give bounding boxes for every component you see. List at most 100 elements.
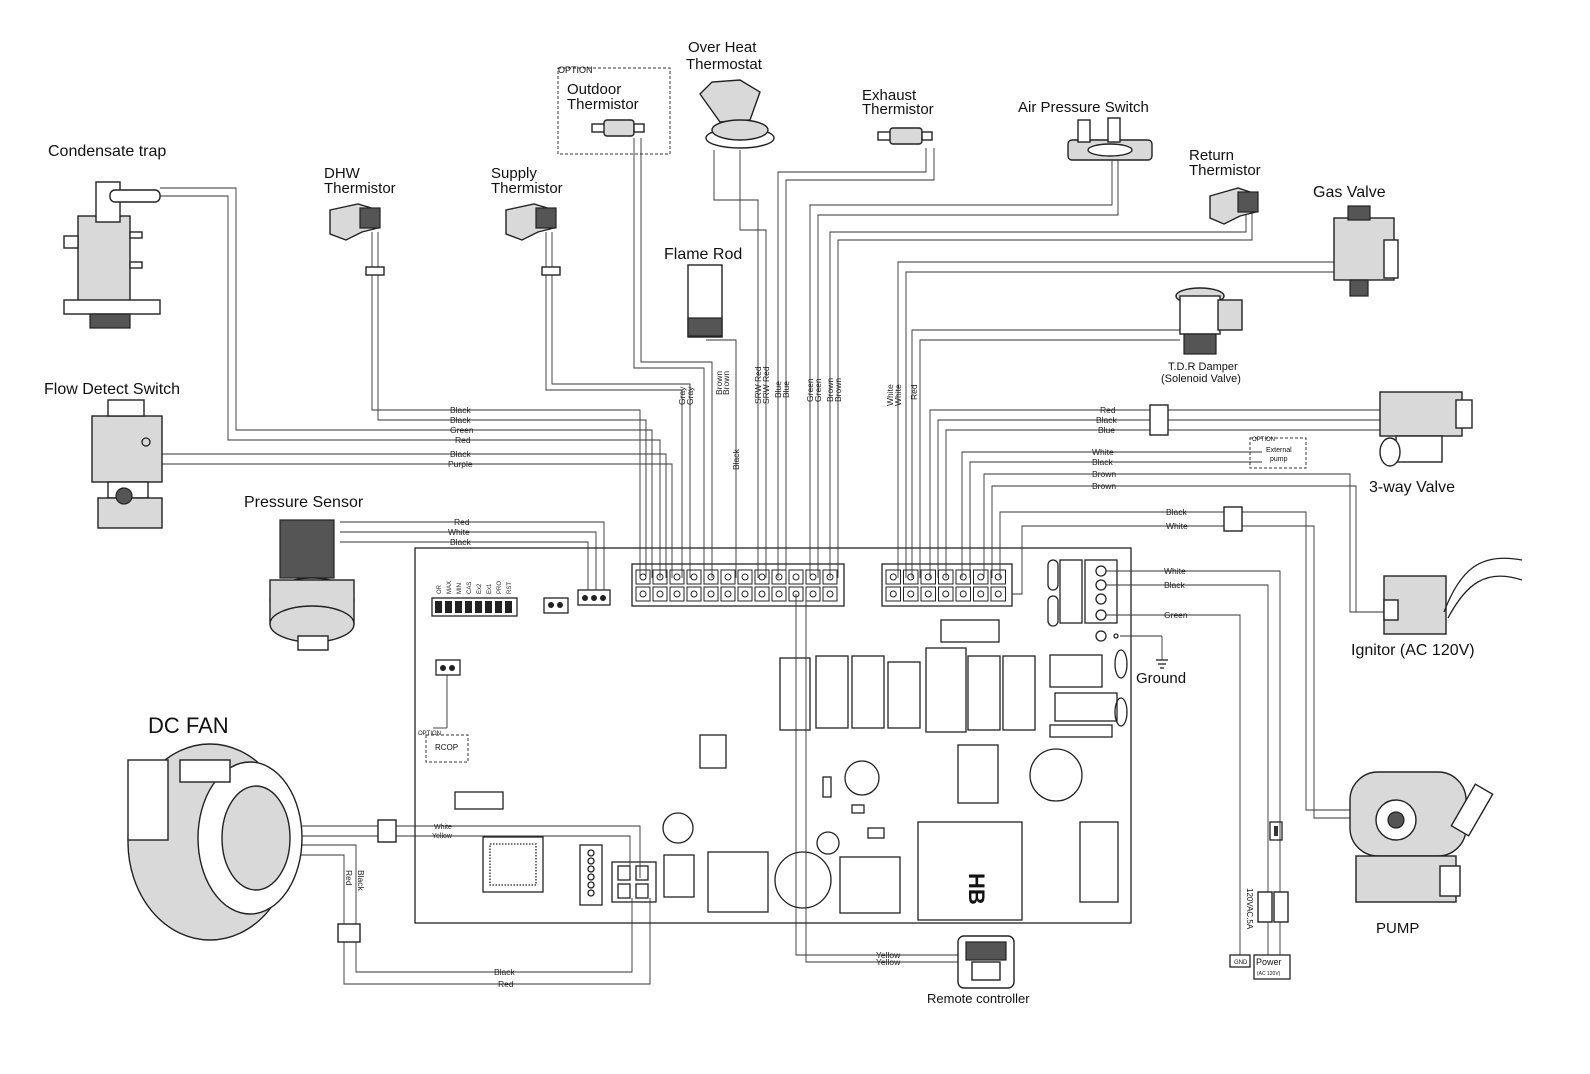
svg-text:White: White xyxy=(434,824,452,831)
connector-pin xyxy=(955,569,971,585)
connector-pin xyxy=(669,569,685,585)
connector-pin xyxy=(771,569,787,585)
svg-text:Black: Black xyxy=(1164,580,1186,590)
exhaust-thermistor-icon xyxy=(877,127,933,145)
svg-text:Black: Black xyxy=(731,448,741,470)
connector-pin xyxy=(703,569,719,585)
connector-pin-hole xyxy=(889,590,897,598)
connector-pin-hole xyxy=(942,590,950,598)
svg-text:Thermistor: Thermistor xyxy=(1189,162,1261,179)
svg-text:Red: Red xyxy=(498,979,514,989)
svg-text:Blue: Blue xyxy=(1098,425,1115,435)
svg-text:Gray: Gray xyxy=(677,386,687,405)
connector-pin xyxy=(903,569,919,585)
connector-right xyxy=(881,563,1013,607)
svg-text:Red: Red xyxy=(454,517,470,527)
svg-text:Black: Black xyxy=(1096,415,1118,425)
svg-text:White: White xyxy=(1092,447,1114,457)
connector-pin xyxy=(973,586,989,602)
svg-text:Outdoor: Outdoor xyxy=(567,81,621,98)
svg-text:Thermistor: Thermistor xyxy=(491,180,563,197)
air-pressure-switch-icon xyxy=(1067,117,1153,161)
svg-text:Brown: Brown xyxy=(1092,469,1116,479)
connector-pin-hole xyxy=(690,590,698,598)
dip-switch-label: Ex1 xyxy=(487,583,493,594)
connector-pin-hole xyxy=(775,573,783,581)
svg-text:External: External xyxy=(1266,447,1292,454)
dip-switch-label: MAX xyxy=(447,581,453,594)
pump-icon xyxy=(1349,771,1494,903)
connector-pin-hole xyxy=(994,573,1002,581)
connector-pin xyxy=(920,569,936,585)
svg-text:Black: Black xyxy=(494,967,516,977)
svg-text:DC FAN: DC FAN xyxy=(148,713,229,738)
connector-pin xyxy=(737,569,753,585)
svg-text:Black: Black xyxy=(356,870,366,892)
connector-pin xyxy=(720,586,736,602)
svg-text:T.D.R Damper: T.D.R Damper xyxy=(1168,361,1238,373)
svg-text:Ground: Ground xyxy=(1136,670,1186,687)
connector-pin xyxy=(805,569,821,585)
dip-switch-toggle xyxy=(475,601,482,613)
connector-pin-hole xyxy=(924,573,932,581)
connector-pin-hole xyxy=(656,590,664,598)
svg-text:Red: Red xyxy=(344,870,354,886)
dip-switch xyxy=(431,597,518,617)
connector-pin xyxy=(990,586,1006,602)
remote-controller-icon xyxy=(957,935,1015,989)
dip-switch-label: CAS xyxy=(467,582,473,594)
svg-text:Green: Green xyxy=(450,425,474,435)
connector-pin xyxy=(822,586,838,602)
svg-text:Over Heat: Over Heat xyxy=(688,39,757,56)
condensate-trap-label: Condensate trap xyxy=(48,143,166,160)
svg-text:Exhaust: Exhaust xyxy=(862,87,917,104)
connector-pin-hole xyxy=(724,573,732,581)
connector-pin-hole xyxy=(724,590,732,598)
connector-pin xyxy=(669,586,685,602)
svg-text:Pressure Sensor: Pressure Sensor xyxy=(244,494,364,511)
connector-pin xyxy=(635,586,651,602)
connector-pin xyxy=(955,586,971,602)
return-thermistor-icon xyxy=(1209,187,1259,225)
connector-pin-hole xyxy=(959,573,967,581)
svg-text:Brown: Brown xyxy=(833,378,843,402)
hb-label: HB xyxy=(964,873,989,905)
svg-text:White: White xyxy=(1164,566,1186,576)
svg-text:OPTION: OPTION xyxy=(418,731,441,737)
ignitor-icon xyxy=(1383,557,1523,635)
supply-thermistor-icon xyxy=(505,203,557,241)
connector-pin xyxy=(686,586,702,602)
connector-pin-hole xyxy=(889,573,897,581)
connector-pin-hole xyxy=(977,590,985,598)
connector-pin xyxy=(754,569,770,585)
wire-labels: Black Black Green Red Black Purple Red W… xyxy=(344,366,1188,989)
svg-text:Thermostat: Thermostat xyxy=(686,56,763,73)
control-board xyxy=(414,547,1132,924)
connector-pin xyxy=(652,586,668,602)
svg-text:RCOP: RCOP xyxy=(435,743,458,752)
svg-text:Red: Red xyxy=(1100,405,1116,415)
dip-switch-label: Ex2 xyxy=(477,583,483,594)
svg-text:Black: Black xyxy=(450,449,472,459)
svg-text:Flame Rod: Flame Rod xyxy=(664,246,742,263)
connector-pin-hole xyxy=(758,590,766,598)
connector-pin xyxy=(635,569,651,585)
connector-pin-hole xyxy=(673,590,681,598)
pressure-sensor-icon xyxy=(269,519,355,651)
svg-text:GND: GND xyxy=(1234,960,1248,966)
svg-text:OPTION: OPTION xyxy=(1252,437,1275,443)
svg-text:Black: Black xyxy=(450,415,472,425)
dip-switch-toggle xyxy=(485,601,492,613)
pressure-sensor-connector xyxy=(577,589,611,606)
svg-text:(AC 120V): (AC 120V) xyxy=(1257,971,1281,977)
svg-text:Red: Red xyxy=(909,384,919,400)
connector-pin xyxy=(805,586,821,602)
connector-pin xyxy=(920,586,936,602)
outdoor-thermistor-icon xyxy=(557,67,671,155)
two-pin-connector xyxy=(543,597,569,614)
dip-switch-label: OR xyxy=(437,584,443,594)
svg-text:Green: Green xyxy=(813,378,823,402)
svg-text:Brown: Brown xyxy=(825,378,835,402)
svg-text:Red: Red xyxy=(455,435,471,445)
